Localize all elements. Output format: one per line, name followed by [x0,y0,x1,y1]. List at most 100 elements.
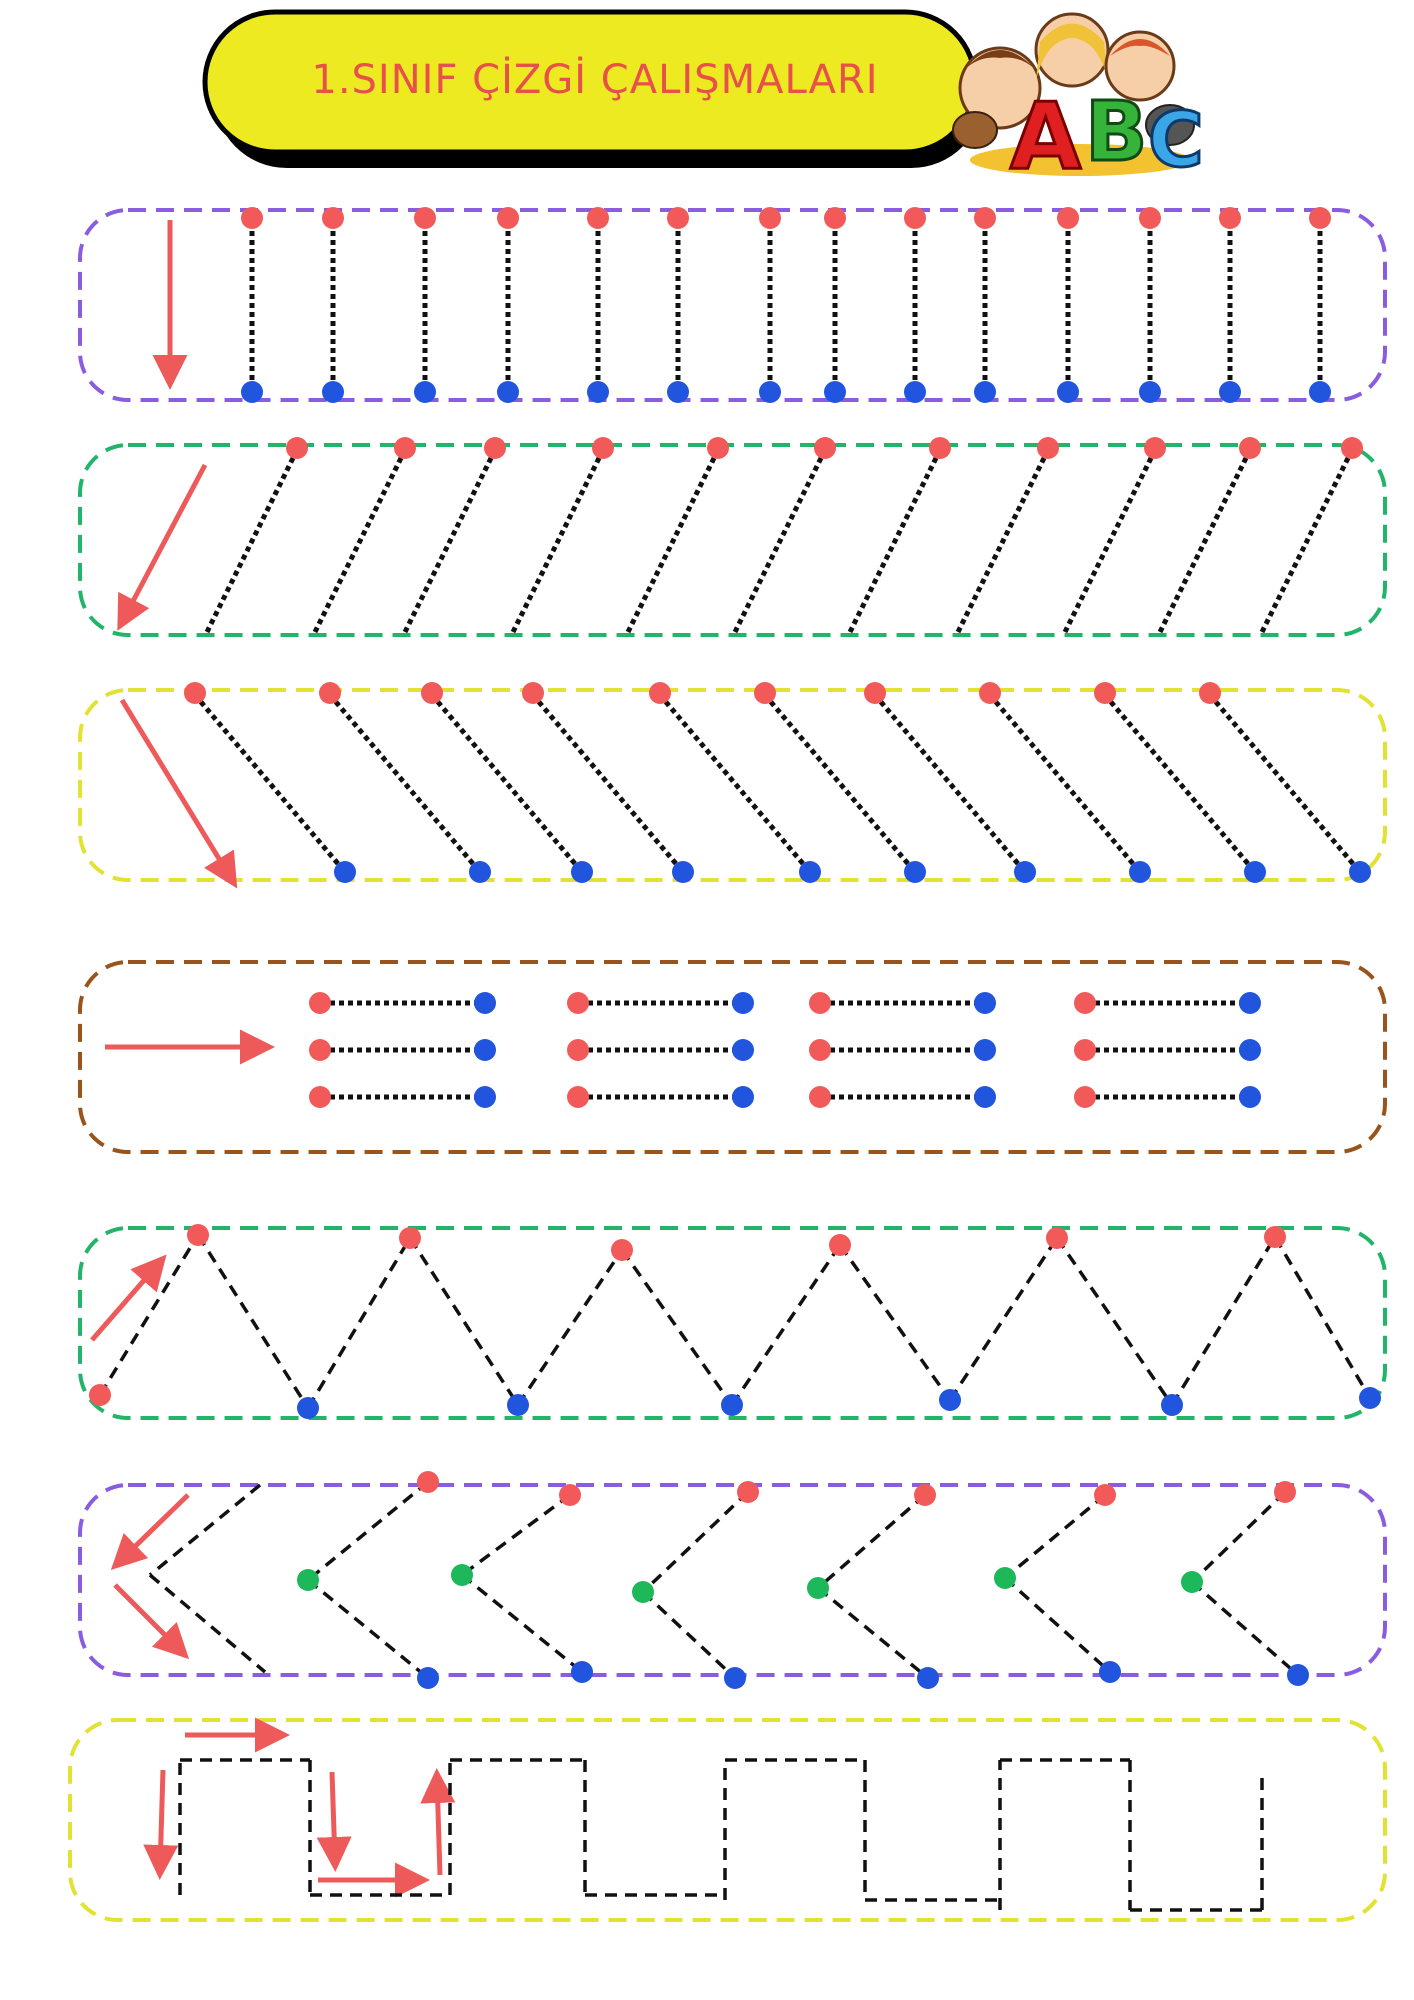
bracket-lower-segment [460,1573,584,1674]
end-dot [469,861,491,883]
end-dot [672,861,694,883]
peak-dot [399,1227,421,1249]
peak-dot [1046,1227,1068,1249]
zigzag-up-segment [1170,1236,1277,1406]
start-dot [1074,1039,1096,1061]
peak-dot [611,1239,633,1261]
bracket-lower-segment [1003,1576,1112,1674]
start-dot [1144,437,1166,459]
slant-trace-line [312,448,408,634]
bracket-upper-segment [816,1493,927,1590]
slant-trace-line [658,693,812,874]
start-dot [421,682,443,704]
slant-trace-line [873,693,1027,874]
slant-trace-line [1103,693,1257,874]
zigzag-down-segment [1055,1237,1174,1406]
start-dot [824,207,846,229]
end-dot [474,992,496,1014]
letter-a: A [1010,83,1081,190]
start-dot [904,207,926,229]
end-dot [1239,1086,1261,1108]
start-dot [417,1471,439,1493]
start-dot [1309,207,1331,229]
valley-dot [297,1397,319,1419]
slant-trace-line [763,693,917,874]
title-banner: 1.SINIF ÇİZGİ ÇALIŞMALARI [202,9,984,168]
middle-dot [451,1564,473,1586]
start-dot [1199,682,1221,704]
end-dot [1287,1664,1309,1686]
end-dot [904,381,926,403]
slant-trace-line [1208,693,1362,874]
end-dot [904,861,926,883]
start-dot [809,1039,831,1061]
start-dot [286,437,308,459]
start-dot [649,682,671,704]
end-dot [1099,1661,1121,1683]
end-dot [824,381,846,403]
start-dot [1239,437,1261,459]
bracket-lower-segment [641,1590,737,1680]
peak-dot [1264,1226,1286,1248]
slant-trace-line [625,448,721,634]
bracket-upper-segment [460,1493,572,1577]
end-dot [571,861,593,883]
end-dot [759,381,781,403]
end-dot [1244,861,1266,883]
zigzag-up-segment [948,1237,1059,1401]
start-dot [394,437,416,459]
end-dot [1239,1039,1261,1061]
start-dot [1094,1484,1116,1506]
exercise-content [89,207,1381,1912]
end-dot [732,1039,754,1061]
start-dot [1057,207,1079,229]
start-dot [809,1086,831,1108]
valley-dot [507,1394,529,1416]
start-dot [414,207,436,229]
end-dot [1219,381,1241,403]
slant-trace-line [988,693,1142,874]
start-dot [809,992,831,1014]
start-dot [974,207,996,229]
bracket-upper-segment [1190,1490,1287,1584]
end-dot [974,992,996,1014]
start-dot [319,682,341,704]
bracket-upper-segment [306,1480,430,1582]
slant-trace-line [430,693,584,874]
zigzag-down-segment [838,1243,952,1402]
start-dot [759,207,781,229]
end-dot [799,861,821,883]
direction-arrow [119,698,238,889]
start-dot [309,1039,331,1061]
start-dot [707,437,729,459]
zigzag-up-segment [730,1244,842,1406]
peak-dot [187,1224,209,1246]
slant-trace-line [510,448,606,634]
start-dot [814,437,836,459]
valley-dot [1161,1394,1183,1416]
zigzag-down-segment [620,1248,734,1407]
end-dot [732,1086,754,1108]
slant-trace-line [1062,448,1158,634]
slant-trace-line [402,448,498,634]
zigzag-up-segment [306,1237,412,1409]
start-dot [587,207,609,229]
page-title: 1.SINIF ÇİZGİ ÇALIŞMALARI [311,55,878,103]
start-dot [592,437,614,459]
direction-arrow [110,1493,190,1570]
valley-dot [721,1394,743,1416]
start-dot [567,1039,589,1061]
start-dot [184,682,206,704]
start-dot [484,437,506,459]
end-dot [1239,992,1261,1014]
start-dot [309,992,331,1014]
start-dot [1037,437,1059,459]
end-dot [322,381,344,403]
bracket-lower-segment [306,1578,430,1680]
start-dot [929,437,951,459]
slant-trace-line [204,448,300,634]
end-dot [1057,381,1079,403]
valley-dot [1359,1387,1381,1409]
middle-dot [807,1577,829,1599]
end-dot [724,1667,746,1689]
